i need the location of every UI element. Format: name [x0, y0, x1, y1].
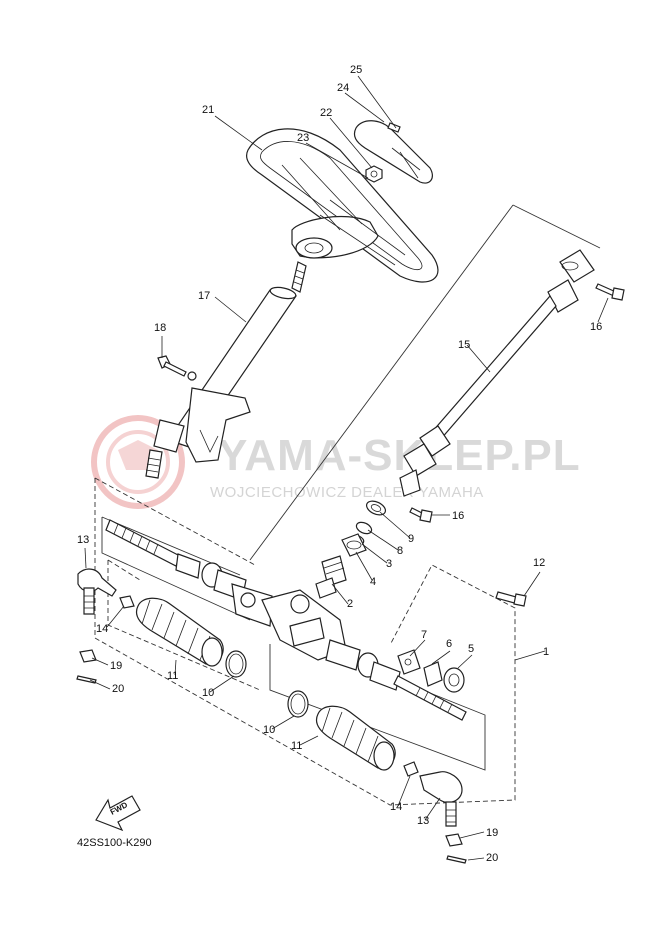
- callout-14-right: 14: [390, 801, 402, 813]
- boot-left: [135, 597, 247, 678]
- boot-right: [287, 690, 396, 771]
- callout-5: 5: [468, 643, 474, 655]
- callout-16-upper: 16: [590, 321, 602, 333]
- watermark: YAMA-SKLEP.PL WOJCIECHOWICZ DEALER YAMAH…: [91, 415, 581, 509]
- callout-20-left: 20: [112, 683, 124, 695]
- callout-25: 25: [350, 64, 362, 76]
- callout-10-left: 10: [202, 687, 214, 699]
- leader-lines: [84, 75, 609, 861]
- callout-19-left: 19: [110, 660, 122, 672]
- diagram-code: 42SS100-K290: [77, 837, 152, 849]
- callout-8: 8: [397, 545, 403, 557]
- callout-1: 1: [543, 646, 549, 658]
- tie-rod-end-right: [403, 761, 467, 864]
- callout-9: 9: [408, 533, 414, 545]
- intermediate-shaft: [399, 249, 595, 497]
- callout-19-right: 19: [486, 827, 498, 839]
- tie-rod-end-left: [76, 568, 135, 684]
- bolt-12: [495, 591, 527, 607]
- steering-wheel: [245, 128, 439, 283]
- bolt-16-upper: [595, 283, 625, 301]
- pinion-parts: [315, 500, 387, 599]
- watermark-subtitle: WOJCIECHOWICZ DEALER YAMAHA: [210, 484, 484, 501]
- callout-20-right: 20: [486, 852, 498, 864]
- callout-22: 22: [320, 107, 332, 119]
- fwd-arrow-icon: FWD: [95, 795, 141, 832]
- callout-12: 12: [533, 557, 545, 569]
- callout-14-left: 14: [96, 623, 108, 635]
- steering-cap: [353, 120, 433, 184]
- callouts: 25 24 21 22 23 17 18 16 15 16 9 8 3 4 2 …: [77, 64, 602, 864]
- callout-6: 6: [446, 638, 452, 650]
- callout-18: 18: [154, 322, 166, 334]
- watermark-title: YAMA-SKLEP.PL: [218, 431, 581, 480]
- wheel-nut: [365, 165, 383, 183]
- steering-column: [145, 261, 307, 479]
- bolt-18: [157, 355, 187, 377]
- callout-11-left: 11: [167, 670, 178, 682]
- bolt-16-lower: [409, 507, 433, 523]
- callout-3: 3: [386, 558, 392, 570]
- callout-10-right: 10: [263, 724, 275, 736]
- callout-23: 23: [297, 132, 309, 144]
- callout-2: 2: [347, 598, 353, 610]
- callout-17: 17: [198, 290, 210, 302]
- rack-housing: [105, 519, 467, 721]
- callout-13-right: 13: [417, 815, 429, 827]
- callout-7: 7: [421, 629, 427, 641]
- callout-24: 24: [337, 82, 349, 94]
- adjuster-parts: [397, 649, 465, 693]
- callout-4: 4: [370, 576, 376, 588]
- callout-11-right: 11: [291, 740, 302, 752]
- callout-15: 15: [458, 339, 470, 351]
- callout-13-left: 13: [77, 534, 89, 546]
- callout-16-lower: 16: [452, 510, 464, 522]
- callout-21: 21: [202, 104, 214, 116]
